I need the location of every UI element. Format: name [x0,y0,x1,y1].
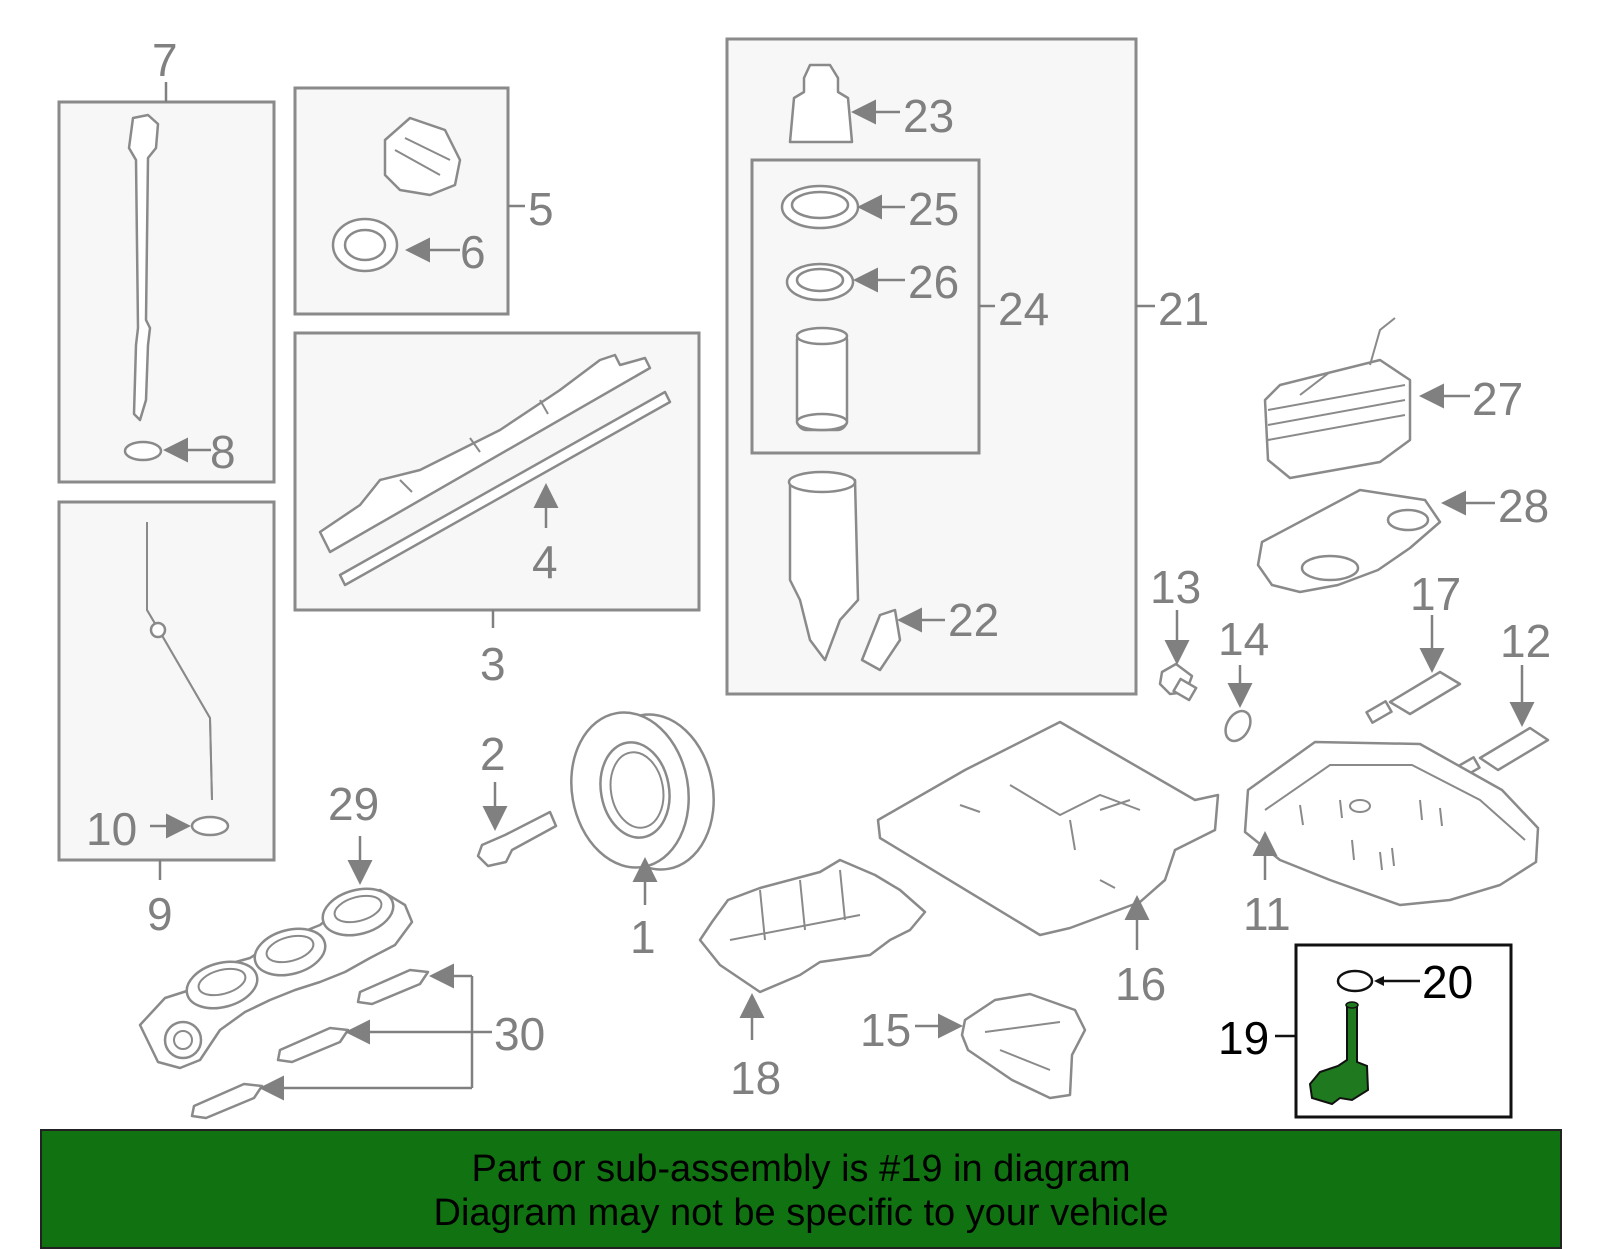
callout-12[interactable]: 12 [1500,615,1551,667]
bolt-2 [476,782,558,868]
oil-level-sensor-19 [1275,943,1513,1119]
callout-23[interactable]: 23 [903,90,954,142]
callout-9[interactable]: 9 [147,888,173,940]
dipstick-tube-group-9 [57,500,276,880]
callout-17[interactable]: 17 [1410,568,1461,620]
info-banner: Part or sub-assembly is #19 in diagram D… [40,1129,1562,1249]
callout-7[interactable]: 7 [152,34,178,86]
callout-21[interactable]: 21 [1158,283,1209,335]
callout-3[interactable]: 3 [480,638,506,690]
oil-cap-group-5 [293,86,525,316]
intake-29 [138,836,414,1070]
oil-pan-11 [1243,740,1540,907]
callout-11[interactable]: 11 [1243,888,1291,940]
pulley-1 [570,711,715,905]
callout-20[interactable]: 20 [1422,956,1473,1008]
callout-10[interactable]: 10 [86,803,137,855]
banner-line-2: Diagram may not be specific to your vehi… [433,1192,1169,1234]
callout-24[interactable]: 24 [998,283,1049,335]
callout-19[interactable]: 19 [1218,1012,1269,1064]
callout-15[interactable]: 15 [860,1004,911,1056]
cover-group-3 [293,331,701,628]
callout-14[interactable]: 14 [1218,613,1269,665]
callout-22[interactable]: 22 [948,594,999,646]
callout-4[interactable]: 4 [532,536,558,588]
callout-13[interactable]: 13 [1150,561,1201,613]
gasket-28 [1256,488,1495,594]
callout-8[interactable]: 8 [210,426,236,478]
sealant-17 [1365,615,1462,724]
gaskets-30 [190,963,492,1120]
callout-27[interactable]: 27 [1472,373,1523,425]
bracket-15 [915,992,1087,1100]
callout-18[interactable]: 18 [730,1052,781,1104]
callout-26[interactable]: 26 [908,256,959,308]
callout-1[interactable]: 1 [630,911,656,963]
callout-28[interactable]: 28 [1498,480,1549,532]
washer-14 [1224,665,1253,743]
callout-6[interactable]: 6 [460,226,486,278]
dipstick-group-7 [57,82,276,484]
sealant-12 [1453,665,1550,780]
callout-30[interactable]: 30 [494,1008,545,1060]
windage-tray-16 [876,720,1220,950]
shield-18 [698,858,927,1040]
callout-29[interactable]: 29 [328,778,379,830]
callout-25[interactable]: 25 [908,183,959,235]
callout-2[interactable]: 2 [480,728,506,780]
drain-plug-13 [1158,610,1198,702]
oil-filter-group-21 [725,37,1155,696]
oil-cooler-27 [1263,317,1470,480]
banner-line-1: Part or sub-assembly is #19 in diagram [471,1148,1131,1190]
callout-5[interactable]: 5 [528,183,554,235]
callout-16[interactable]: 16 [1115,958,1166,1010]
